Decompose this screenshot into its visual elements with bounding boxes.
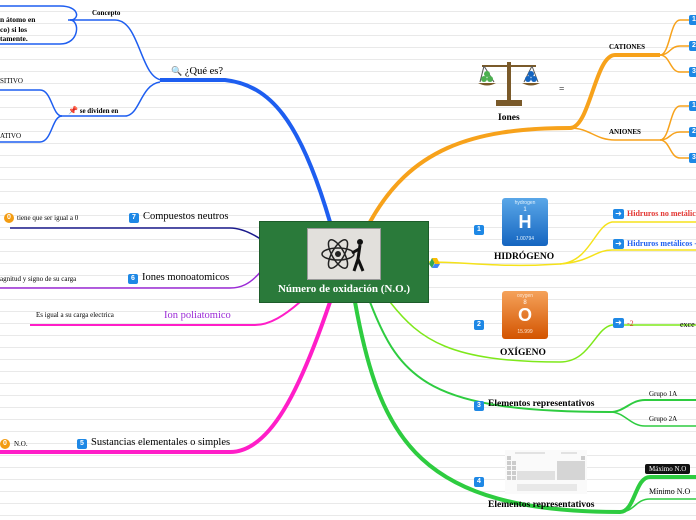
se-dividen-node[interactable]: 📌 se dividen en	[68, 106, 118, 115]
aniones-label[interactable]: ANIONES	[609, 128, 641, 136]
iones-mono-detail[interactable]: agnitud y signo de su carga	[0, 275, 77, 283]
positivo-label[interactable]: SITIVO	[0, 77, 23, 85]
number-badge-6: 6	[128, 274, 138, 284]
representativos-label-2[interactable]: Elementos representativos	[488, 500, 595, 510]
arrow-right-icon: ➜	[613, 239, 624, 249]
number-badge-2: 2	[474, 320, 484, 330]
oxigeno-label[interactable]: OXÍGENO	[500, 348, 546, 358]
equals-sign: =	[559, 85, 565, 95]
periodic-table-icon	[505, 450, 587, 494]
number-badge-3: 3	[474, 401, 484, 411]
anion-badge-2: 2	[689, 127, 696, 137]
anion-badge-3: 3	[689, 153, 696, 163]
maximo-no-label[interactable]: Máximo N.O	[645, 464, 691, 474]
cation-badge-1: 1	[689, 15, 696, 25]
grupo-2a-label[interactable]: Grupo 2A	[649, 415, 678, 423]
iones-label[interactable]: Iones	[498, 113, 520, 123]
que-es-node[interactable]: 🔍 ¿Qué es?	[171, 66, 223, 77]
central-title: Número de oxidación (N.O.)	[277, 283, 411, 295]
hidruros-no-metalicos-label[interactable]: Hidruros no metálic	[627, 209, 696, 218]
hidrogeno-label[interactable]: HIDRÓGENO	[494, 252, 555, 262]
zero-circle-icon: 0	[4, 213, 14, 223]
concepto-label[interactable]: Concepto	[92, 9, 121, 17]
cation-badge-3: 3	[689, 67, 696, 77]
grupo-1a-label[interactable]: Grupo 1A	[649, 390, 678, 398]
pin-icon: 📌	[68, 106, 78, 115]
sustancias-detail[interactable]: N.O.	[14, 440, 28, 448]
arrow-right-icon: ➜	[613, 318, 624, 328]
oxygen-tile-icon: oxygen 8 O 15.999	[502, 291, 548, 339]
anion-badge-1: 1	[689, 101, 696, 111]
compuestos-neutros-label[interactable]: Compuestos neutros	[143, 211, 229, 222]
arrow-right-icon: ➜	[613, 209, 624, 219]
oxigeno-minus-two[interactable]: -2	[627, 319, 634, 328]
concepto-text[interactable]: n átomo en co) si los tamente.	[0, 15, 36, 43]
oxigeno-excepcion[interactable]: exce	[680, 320, 695, 329]
cation-badge-2: 2	[689, 41, 696, 51]
iones-monoatomicos-label[interactable]: Iones monoatomicos	[142, 272, 230, 283]
representativos-label-1[interactable]: Elementos representativos	[488, 399, 595, 409]
se-dividen-label: se dividen en	[79, 107, 119, 115]
balance-scale-icon	[476, 56, 542, 108]
compuestos-detail[interactable]: tiene que ser igual a 0	[17, 214, 79, 222]
poliatomico-detail[interactable]: Es igual a su carga electrica	[36, 311, 114, 319]
sustancias-label[interactable]: Sustancias elementales o simples	[91, 437, 231, 448]
number-badge-1: 1	[474, 225, 484, 235]
zero-circle-icon: 0	[0, 439, 10, 449]
number-badge-5: 5	[77, 439, 87, 449]
ion-poliatomico-label[interactable]: Ion poliatomico	[164, 310, 231, 321]
google-drive-icon[interactable]	[429, 255, 440, 268]
minimo-no-label[interactable]: Mínimo N.O	[649, 487, 691, 496]
hydrogen-tile-icon: hydrogen 1 H 1.00794	[502, 198, 548, 246]
number-badge-7: 7	[129, 213, 139, 223]
number-badge-4: 4	[474, 477, 484, 487]
hidruros-metalicos-label[interactable]: Hidruros metálicos -	[627, 239, 696, 248]
negativo-label[interactable]: ATIVO	[0, 132, 21, 140]
atom-person-image	[307, 228, 381, 280]
central-topic[interactable]: Número de oxidación (N.O.)	[259, 221, 429, 303]
magnifier-icon: 🔍	[171, 66, 183, 76]
que-es-label: ¿Qué es?	[184, 66, 224, 77]
cationes-label[interactable]: CATIONES	[609, 43, 646, 51]
